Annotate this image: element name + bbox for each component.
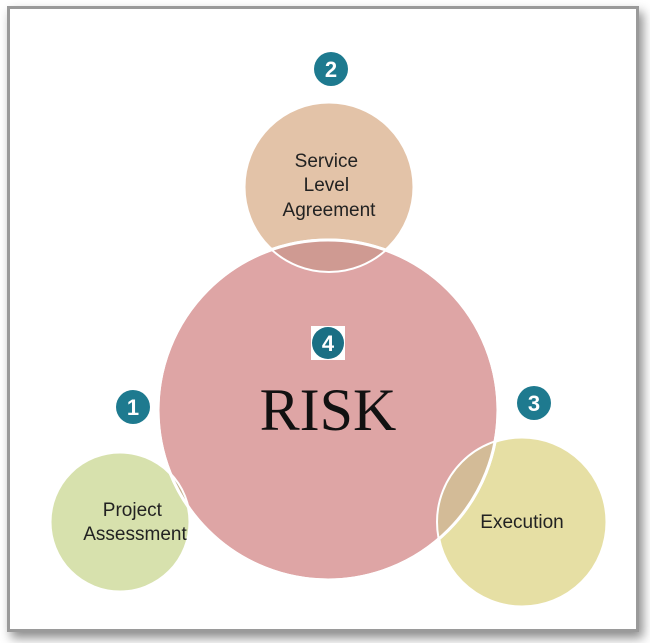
- badge-2-number: 2: [325, 57, 337, 82]
- badge-1-circle: [116, 390, 150, 424]
- node-3-border: [436, 436, 608, 608]
- node-1-border: [49, 451, 191, 593]
- badge-3-circle: [517, 386, 551, 420]
- badge-3-number: 3: [528, 391, 540, 416]
- node-label-execution: Execution: [480, 512, 563, 533]
- badge-4-number: 4: [322, 331, 335, 356]
- node-2-border: [243, 101, 415, 273]
- badge-2: 2: [314, 52, 348, 86]
- node-label-service-level-agreement: Service Level Agreement: [283, 151, 377, 221]
- badge-3: 3: [517, 386, 551, 420]
- badge-4: 4: [311, 326, 345, 360]
- badge-4-circle: [312, 327, 344, 359]
- badge-2-circle: [314, 52, 348, 86]
- badge-1-number: 1: [127, 395, 139, 420]
- badge-1: 1: [116, 390, 150, 424]
- node-label-project-assessment: Project Assessment: [83, 500, 187, 545]
- center-label-risk: RISK: [260, 377, 397, 443]
- center-circle-border: [156, 238, 500, 582]
